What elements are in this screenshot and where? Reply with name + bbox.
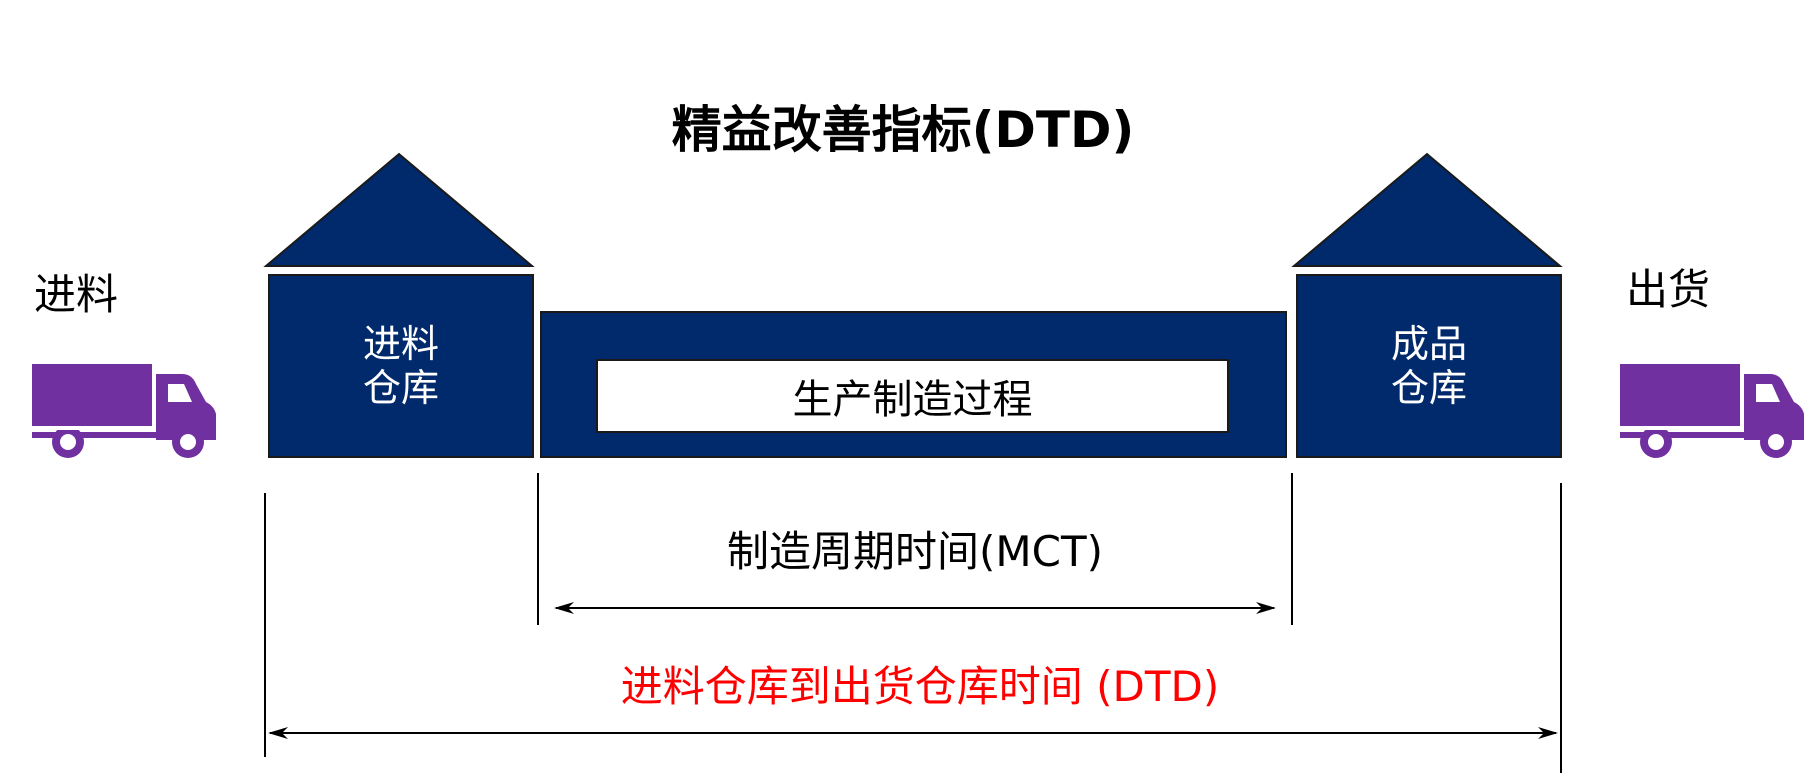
finished-warehouse-line1: 成品 [1390,322,1467,366]
incoming-warehouse-line2: 仓库 [362,366,439,410]
mct-end-line [1291,473,1293,625]
mct-start-line [537,473,539,625]
incoming-label: 进料 [34,270,119,319]
outgoing-label: 出货 [1626,265,1711,314]
dtd-arrow [268,727,1558,739]
finished-warehouse: 成品 仓库 [1296,274,1562,458]
manufacturing-process-label: 生产制造过程 [792,377,1033,423]
dtd-label: 进料仓库到出货仓库时间 (DTD) [620,662,1220,711]
incoming-warehouse: 进料 仓库 [268,274,534,458]
finished-warehouse-line2: 仓库 [1390,366,1467,410]
diagram-title: 精益改善指标(DTD) [671,101,1135,159]
manufacturing-process-label-box: 生产制造过程 [596,359,1229,433]
mct-arrow [554,602,1276,614]
dtd-end-line [1560,483,1562,773]
incoming-warehouse-roof [263,152,535,267]
mct-label: 制造周期时间(MCT) [727,527,1103,576]
truck-icon [1620,364,1804,458]
incoming-warehouse-line1: 进料 [362,322,439,366]
truck-icon [32,364,216,458]
manufacturing-process-box: 生产制造过程 [540,311,1287,458]
finished-warehouse-roof [1291,152,1563,267]
dtd-start-line [264,493,266,757]
